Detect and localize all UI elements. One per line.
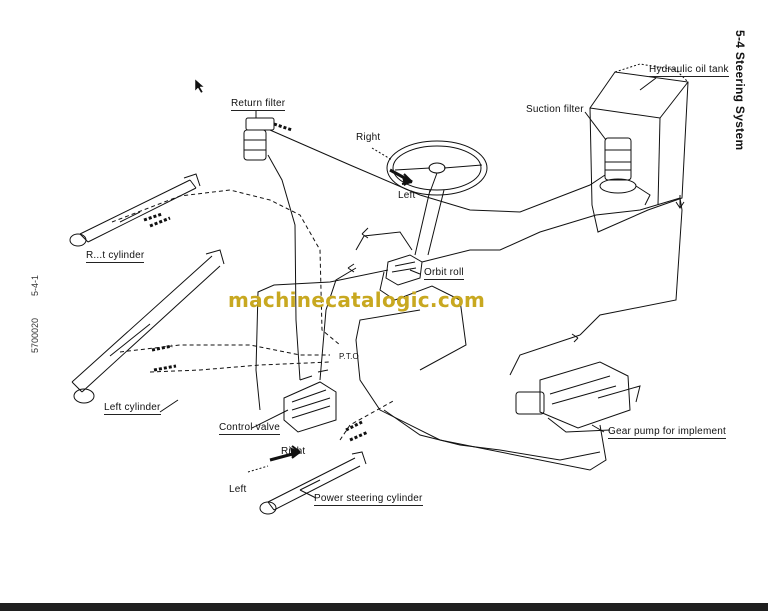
label-return-filter: Return filter xyxy=(231,98,286,111)
label-orbit-roll: Orbit roll xyxy=(424,267,464,280)
page-number: 5-4-1 xyxy=(30,275,40,297)
label-power-steering-cylinder: Power steering cylinder xyxy=(314,493,423,506)
steering-wheel xyxy=(386,140,488,256)
document-code: 5700020 xyxy=(30,318,40,354)
right-cylinder xyxy=(69,173,201,247)
label-gear-pump: Gear pump for implement xyxy=(608,426,726,439)
left-cylinder xyxy=(71,249,225,404)
label-right-upper: Right xyxy=(356,132,381,143)
label-left-lower: Left xyxy=(229,484,247,495)
label-suction-filter: Suction filter xyxy=(526,104,584,115)
label-control-valve: Control valve xyxy=(219,422,280,435)
suction-filter xyxy=(599,137,651,206)
section-title: 5-4 Steering System xyxy=(733,30,747,151)
label-left-cylinder: Left cylinder xyxy=(104,402,161,415)
mouse-cursor-icon xyxy=(194,78,205,94)
label-left-upper: Left xyxy=(398,190,416,201)
return-filter xyxy=(243,117,293,161)
label-pto: P.T.O xyxy=(339,352,359,361)
orbit-roll xyxy=(385,254,423,286)
watermark: machinecatalogic.com xyxy=(228,288,486,312)
bottom-bar xyxy=(0,603,768,611)
label-hydraulic-oil-tank: Hydraulic oil tank xyxy=(649,64,729,77)
control-valve xyxy=(283,369,337,433)
hydraulic-oil-tank xyxy=(589,63,689,233)
gear-pump xyxy=(515,361,641,433)
power-steering-cylinder xyxy=(259,451,367,515)
label-right-lower: Right xyxy=(281,446,306,457)
label-right-cylinder: R...t cylinder xyxy=(86,250,145,263)
